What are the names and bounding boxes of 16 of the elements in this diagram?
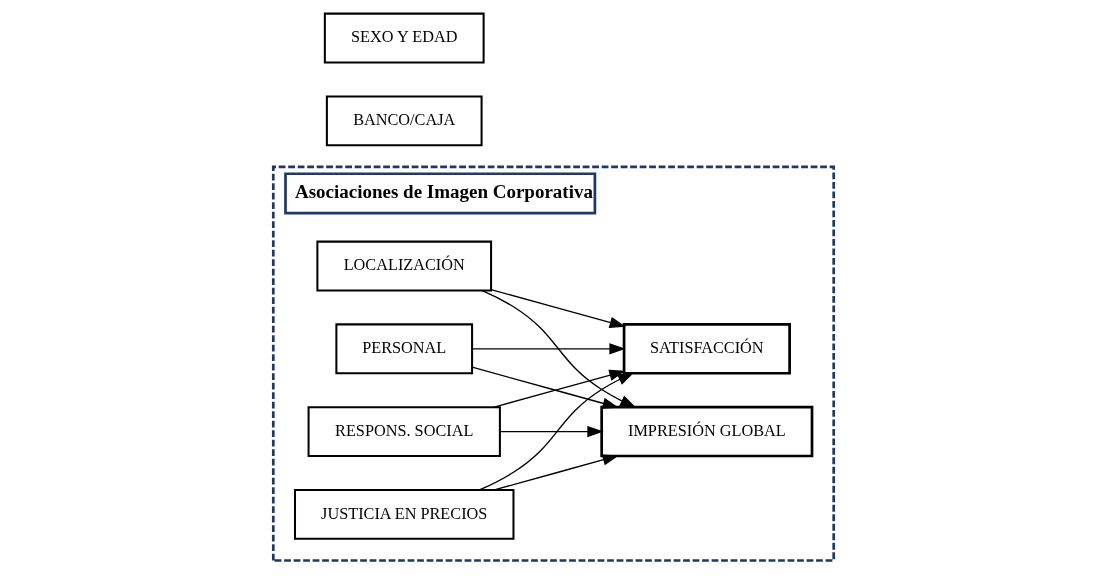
node-box: PERSONAL [334, 323, 473, 375]
node-box: BANCO/CAJA [325, 95, 483, 147]
node-box: SATISFACCIÓN [622, 323, 791, 375]
arrow [470, 343, 626, 355]
arrow [470, 366, 619, 409]
node-box: IMPRESIÓN GLOBAL [599, 405, 813, 458]
node-box: JUSTICIA EN PRECIOS [293, 488, 514, 540]
arrow [489, 288, 626, 329]
arrow [481, 289, 636, 408]
node-box: LOCALIZACIÓN [315, 240, 492, 292]
node-box: SEXO Y EDAD [323, 12, 485, 64]
arrow [498, 425, 604, 438]
node-box: RESPONS. SOCIAL [307, 406, 501, 458]
arrow [493, 369, 626, 408]
arrow [493, 454, 619, 491]
arrow [478, 372, 634, 491]
